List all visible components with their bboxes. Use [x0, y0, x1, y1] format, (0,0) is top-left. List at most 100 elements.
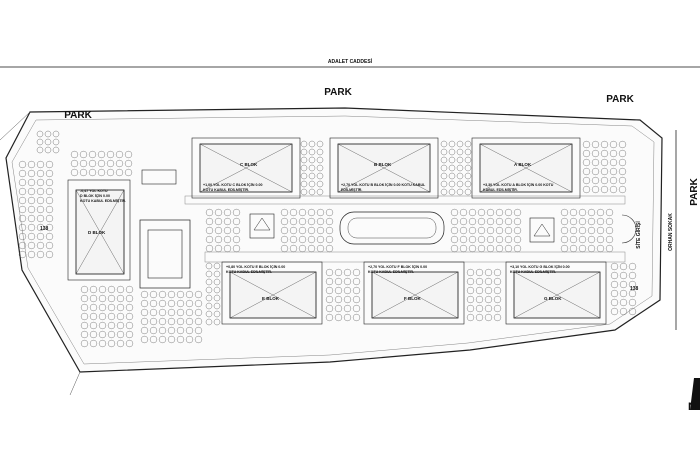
park-label-top: PARK: [324, 87, 352, 98]
tree-icon: [176, 299, 185, 308]
tree-icon: [448, 180, 456, 188]
tree-icon: [475, 286, 484, 295]
tree-icon: [125, 294, 134, 303]
tree-icon: [569, 235, 578, 244]
tree-icon: [116, 339, 125, 348]
tree-icon: [194, 290, 203, 299]
tree-icon: [484, 286, 493, 295]
kiosk-right-roof: [533, 223, 551, 237]
tree-icon: [158, 317, 167, 326]
tree-icon: [569, 226, 578, 235]
tree-icon: [618, 167, 627, 176]
tree-icon: [609, 140, 618, 149]
tree-icon: [205, 318, 213, 326]
tree-icon: [610, 280, 619, 289]
tree-icon: [36, 146, 44, 154]
tree-icon: [167, 335, 176, 344]
block-note: +3,10 YOL KOTU G BLOK İÇİN 0.00: [510, 265, 570, 269]
tree-icon: [440, 156, 448, 164]
tree-icon: [298, 244, 307, 253]
tree-icon: [205, 310, 213, 318]
tree-icon: [325, 268, 334, 277]
roof-ridge: [513, 271, 601, 319]
park-label-left: PARK: [64, 110, 92, 121]
tree-icon: [325, 235, 334, 244]
tree-icon: [440, 180, 448, 188]
tree-icon: [493, 304, 502, 313]
tree-icon: [316, 217, 325, 226]
tree-icon: [504, 208, 513, 217]
tree-icon: [125, 303, 134, 312]
tree-icon: [569, 217, 578, 226]
tree-icon: [493, 295, 502, 304]
tree-icon: [600, 140, 609, 149]
tree-icon: [44, 146, 52, 154]
block-note: EDİLMİŞTİR.: [341, 188, 362, 192]
tree-icon: [513, 226, 522, 235]
tree-icon: [600, 149, 609, 158]
tree-icon: [97, 150, 106, 159]
tree-icon: [89, 294, 98, 303]
tree-icon: [495, 217, 504, 226]
block-note: +2,70 YOL KOTU F BLOK İÇİN 0.00: [368, 265, 427, 269]
tree-icon: [477, 217, 486, 226]
roof-ridge: [479, 143, 573, 193]
tree-icon: [316, 188, 324, 196]
tree-icon: [140, 308, 149, 317]
tree-icon: [116, 312, 125, 321]
tree-icon: [300, 148, 308, 156]
tree-icon: [167, 290, 176, 299]
tree-icon: [343, 268, 352, 277]
tree-icon: [440, 164, 448, 172]
tree-icon: [116, 303, 125, 312]
tree-icon: [459, 208, 468, 217]
tree-icon: [484, 295, 493, 304]
central-pool-inner: [347, 217, 437, 239]
tree-icon: [80, 321, 89, 330]
tree-icon: [205, 208, 214, 217]
tree-icon: [343, 277, 352, 286]
tree-icon: [475, 268, 484, 277]
tree-icon: [468, 235, 477, 244]
tree-icon: [289, 208, 298, 217]
kiosk-left: [249, 213, 275, 239]
tree-icon: [582, 140, 591, 149]
tree-icon: [307, 244, 316, 253]
tree-icon: [591, 176, 600, 185]
tree-icon: [36, 241, 45, 250]
tree-icon: [124, 150, 133, 159]
tree-icon: [343, 313, 352, 322]
tree-icon: [600, 176, 609, 185]
block-label: A BLOK: [514, 162, 532, 167]
tree-icon: [316, 208, 325, 217]
tree-icon: [45, 178, 54, 187]
tree-icon: [115, 150, 124, 159]
tree-icon: [98, 303, 107, 312]
tree-icon: [605, 208, 614, 217]
block-note: KOTU KABUL EDİLMİŞTİR.: [80, 199, 126, 203]
tree-icon: [448, 188, 456, 196]
tree-icon: [308, 140, 316, 148]
tree-icon: [194, 317, 203, 326]
tree-icon: [98, 339, 107, 348]
tree-icon: [504, 244, 513, 253]
tree-icon: [477, 235, 486, 244]
tree-icon: [560, 235, 569, 244]
tree-icon: [214, 244, 223, 253]
tree-icon: [176, 335, 185, 344]
block-note: KABUL EDİLMİŞTİR.: [483, 188, 518, 192]
tree-icon: [484, 313, 493, 322]
tree-icon: [45, 214, 54, 223]
tree-icon: [125, 285, 134, 294]
tree-icon: [167, 299, 176, 308]
tree-icon: [477, 226, 486, 235]
tree-icon: [618, 140, 627, 149]
tree-icon: [298, 208, 307, 217]
tree-icon: [628, 262, 637, 271]
park-edge-left: [0, 111, 31, 141]
tree-icon: [213, 278, 221, 286]
upper-road: [184, 195, 626, 205]
tree-icon: [450, 226, 459, 235]
tree-icon: [289, 217, 298, 226]
tree-icon: [185, 335, 194, 344]
